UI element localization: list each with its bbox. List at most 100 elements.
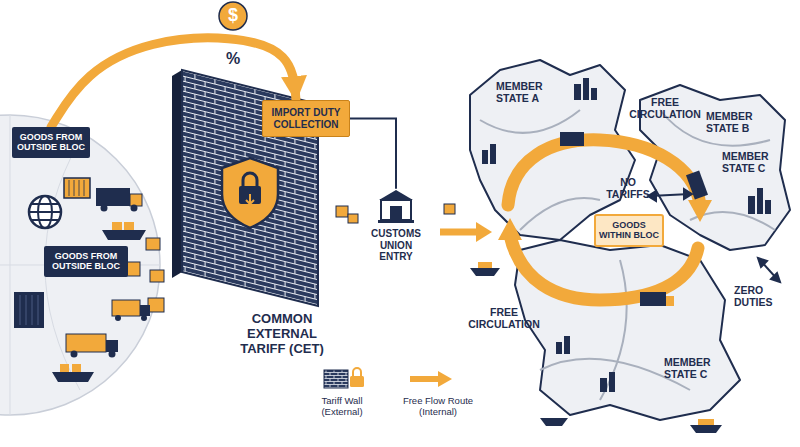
map-label: FREE CIRCULATION (466, 306, 542, 330)
cargo-icons (141, 315, 147, 321)
node-text: GOODS WITHIN BLOC (599, 220, 659, 241)
cargo-icons (72, 364, 81, 372)
cargo-icons (140, 305, 150, 316)
map-label: ZERO DUTIES (734, 284, 790, 308)
member-states-map (515, 240, 740, 420)
loop-vehicles (640, 292, 666, 306)
customs-entry: CUSTOMS UNION ENTRY (364, 188, 428, 263)
map-label: MEMBER STATE B (706, 110, 772, 134)
city-icons (490, 144, 496, 164)
connector (350, 119, 396, 189)
cargo-icons (69, 180, 84, 196)
cargo-icons (115, 315, 121, 321)
origin-label-box: GOODS FROM OUTSIDE BLOC (44, 246, 128, 277)
city-icons (757, 188, 763, 214)
city-icons (482, 150, 488, 164)
customs-building (379, 190, 413, 200)
node-text: COMMON EXTERNAL TARIFF (CET) (232, 312, 332, 357)
cargo-icons (131, 205, 138, 212)
double-arrows (684, 189, 692, 199)
globe-background (0, 115, 160, 415)
double-arrows (771, 273, 780, 282)
city-icons (591, 88, 597, 100)
city-icons (482, 78, 771, 392)
customs-building (378, 190, 414, 223)
legend-wall-swatch (324, 368, 364, 388)
cargo-icons (14, 178, 164, 382)
ships (478, 262, 492, 268)
cargo-icons (150, 270, 164, 282)
cargo-icons (102, 230, 146, 240)
map-label: MEMBER STATE A (496, 80, 562, 104)
customs-building (390, 206, 402, 220)
city-icons (600, 378, 607, 392)
legend-wall-swatch (350, 376, 364, 387)
bloc-goods-box: GOODS WITHIN BLOC (594, 214, 664, 247)
city-icons (765, 200, 771, 214)
cargo-icons (71, 351, 78, 358)
legend-flow-swatch (410, 371, 452, 387)
cargo-icons (124, 222, 134, 230)
map-label: MEMBER STATE C (722, 150, 788, 174)
map-label: NO TARIFFS (600, 176, 656, 200)
connector (51, 38, 296, 127)
member-states-map (470, 60, 790, 420)
loop-arrowheads (688, 200, 712, 222)
globe-icon (29, 196, 61, 228)
legend-wall-swatch (324, 370, 348, 388)
city-icons (556, 342, 562, 354)
cargo-icons (20, 295, 38, 325)
city-icons (609, 372, 615, 392)
city-icons (564, 336, 570, 354)
cargo-icons (109, 351, 116, 358)
cargo-icons (112, 222, 122, 230)
cargo-icons (112, 300, 140, 316)
duty-box: IMPORT DUTY COLLECTION (262, 100, 350, 137)
loop-vehicles (584, 136, 592, 146)
ships (470, 262, 722, 433)
duty-symbol: % (222, 50, 244, 68)
shield-lock (222, 158, 278, 228)
legend-flow-swatch (410, 376, 440, 382)
node-text: CUSTOMS UNION ENTRY (364, 228, 428, 263)
legend-flow-swatch (438, 371, 452, 387)
entry-cargo (336, 206, 348, 217)
legend-text: Tariff Wall (External) (300, 396, 384, 418)
cargo-icons (148, 298, 164, 312)
shield-lock (239, 186, 261, 204)
entry-cargo (444, 204, 455, 214)
city-icons (583, 78, 589, 100)
customs-building (381, 200, 411, 220)
duty-symbol: $ (222, 5, 244, 26)
ships (690, 425, 722, 433)
shield-lock (222, 158, 278, 228)
tariff-wall (172, 70, 182, 278)
node-text: GOODS FROM OUTSIDE BLOC (48, 251, 124, 272)
globe-background (0, 115, 160, 415)
city-icons (748, 196, 755, 214)
shield-lock (243, 173, 257, 186)
globe-icon (29, 196, 61, 228)
cargo-icons (66, 334, 106, 352)
double-arrows (648, 189, 780, 282)
cargo-icons (60, 364, 69, 372)
node-text: GOODS FROM OUTSIDE BLOC (16, 132, 86, 153)
node-text: IMPORT DUTY COLLECTION (267, 107, 345, 130)
entry-cargo (348, 214, 358, 223)
customs-building (378, 220, 414, 223)
cargo-icons (106, 340, 118, 352)
cargo-icons (52, 372, 94, 382)
loop-vehicles (560, 132, 584, 146)
globe-background (0, 115, 160, 415)
ships (698, 419, 714, 425)
cargo-icons (96, 188, 130, 206)
cargo-icons (101, 205, 108, 212)
legend-text: Free Flow Route (Internal) (390, 396, 486, 418)
cargo-icons (146, 238, 160, 250)
entry-cargo (476, 222, 492, 242)
map-label: FREE CIRCULATION (628, 96, 702, 120)
ships (470, 268, 500, 276)
loop-vehicles (560, 132, 708, 306)
duty-coin (219, 2, 247, 30)
duty-coin (219, 2, 247, 30)
